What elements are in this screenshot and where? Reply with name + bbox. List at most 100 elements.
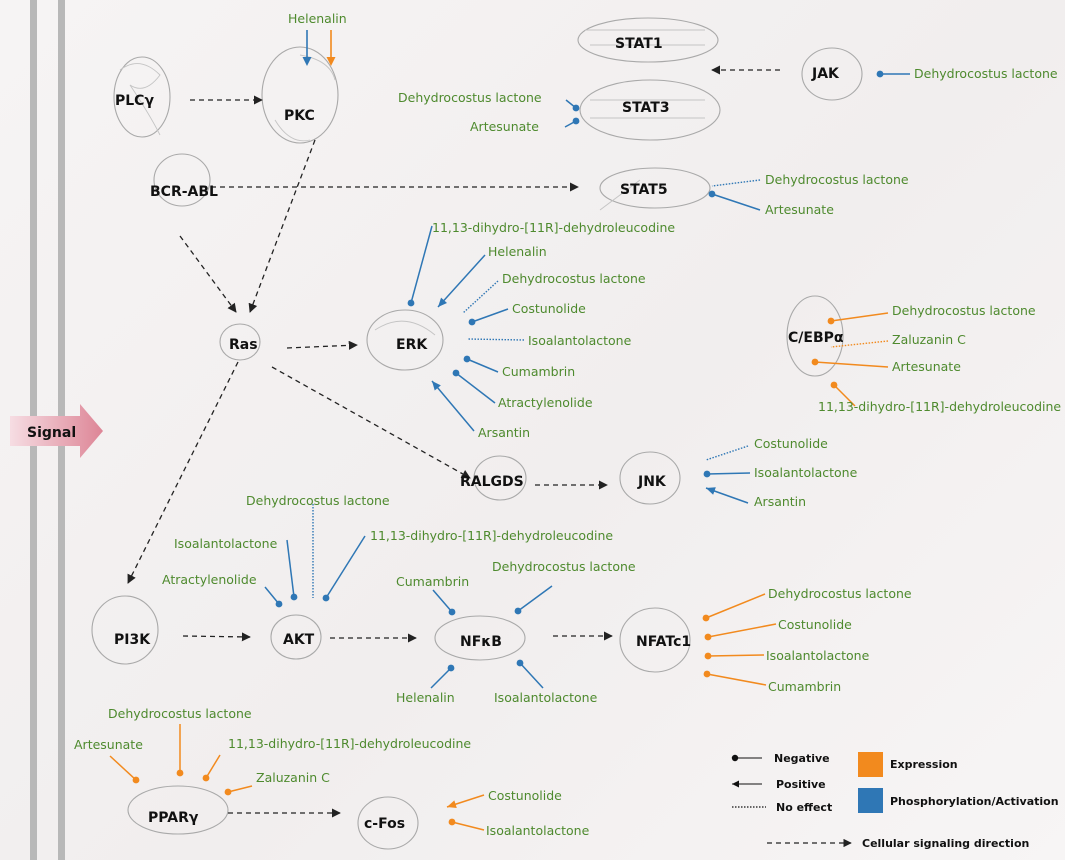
- negative-effect-dot: [514, 607, 522, 615]
- effect-line-negative: [514, 585, 553, 615]
- compound-label: Dehydrocostus lactone: [768, 586, 912, 601]
- effect-line-negative: [463, 355, 499, 373]
- negative-effect-dot: [275, 600, 283, 608]
- compound-labels: Helenalin Dehydrocostus lactone Dehydroc…: [74, 11, 1061, 838]
- positive-effect-arrowhead: [447, 800, 457, 809]
- compound-label: Dehydrocostus lactone: [492, 559, 636, 574]
- negative-effect-dot: [176, 769, 184, 777]
- compound-label: Isoalantolactone: [174, 536, 278, 551]
- negative-effect-dot: [708, 190, 716, 198]
- node-plcy: PLCγ: [115, 93, 154, 109]
- effect-line-negative: [703, 670, 767, 686]
- compound-label: Zaluzanin C: [256, 770, 330, 785]
- effect-line-negative: [322, 535, 366, 602]
- compound-label: Artesunate: [765, 202, 834, 217]
- effect-line-negative: [452, 369, 496, 404]
- legend-phosphorylation-label: Phosphorylation/Activation: [890, 795, 1059, 808]
- effect-line-positive: [431, 380, 475, 432]
- protein-structures: [91, 17, 863, 850]
- node-jnk: JNK: [637, 474, 667, 490]
- effect-line-negative: [224, 785, 253, 796]
- compound-label: Helenalin: [288, 11, 347, 26]
- positive-effect-arrowhead: [706, 487, 716, 495]
- compound-label: Dehydrocostus lactone: [914, 66, 1058, 81]
- compound-label: Helenalin: [488, 244, 547, 259]
- positive-effect-arrowhead: [438, 297, 448, 307]
- compound-label: Costunolide: [488, 788, 562, 803]
- ralgds-structure-icon: [473, 455, 527, 501]
- negative-effect-dot: [572, 117, 580, 125]
- compound-effect-lines: [109, 30, 910, 831]
- legend-direction-label: Cellular signaling direction: [862, 837, 1029, 850]
- node-stat1: STAT1: [615, 36, 663, 52]
- negative-effect-dot: [811, 358, 819, 366]
- effect-line-no-effect: [467, 338, 525, 341]
- negative-effect-dot: [448, 818, 456, 826]
- cfos-structure-icon: [357, 796, 419, 850]
- node-ralgds: RALGDS: [460, 474, 524, 490]
- compound-label: Atractylenolide: [162, 572, 257, 587]
- negative-effect-dot: [407, 299, 415, 307]
- pkc-structure-icon: [261, 46, 339, 144]
- signal-label: Signal: [27, 425, 76, 441]
- negative-effect-dot: [516, 659, 524, 667]
- compound-label: Costunolide: [754, 436, 828, 451]
- signal-arrow: Signal: [10, 404, 103, 458]
- compound-label: Dehydrocostus lactone: [765, 172, 909, 187]
- negative-effect-dot: [447, 664, 455, 672]
- effect-line-no-effect: [462, 280, 499, 314]
- legend: Negative Positive No effect Expression P…: [731, 752, 1059, 850]
- pi3k-structure-icon: [91, 595, 159, 665]
- effect-line-negative: [704, 652, 765, 660]
- positive-effect-arrowhead: [432, 381, 441, 391]
- effect-line-negative: [407, 225, 433, 307]
- compound-label: Dehydrocostus lactone: [398, 90, 542, 105]
- jnk-structure-icon: [619, 451, 681, 505]
- compound-label: Cumambrin: [396, 574, 469, 589]
- legend-negative-label: Negative: [774, 752, 830, 765]
- stat1-structure-icon: [577, 17, 719, 63]
- compound-label: Isoalantolactone: [528, 333, 632, 348]
- compound-label: 11,13-dihydro-[11R]-dehydroleucodine: [432, 220, 675, 235]
- negative-effect-dot: [290, 593, 298, 601]
- negative-effect-dot: [830, 381, 838, 389]
- legend-no-effect: No effect: [732, 801, 832, 814]
- effect-line-negative: [703, 470, 751, 478]
- negative-effect-dot: [703, 470, 711, 478]
- node-ras: Ras: [229, 337, 258, 353]
- legend-phosphorylation: Phosphorylation/Activation: [858, 788, 1059, 813]
- negative-effect-dot: [468, 318, 476, 326]
- effect-line-negative: [468, 308, 509, 326]
- negative-effect-dot: [448, 608, 456, 616]
- negative-effect-dot: [704, 633, 712, 641]
- effect-line-negative: [430, 664, 455, 689]
- jak-structure-icon: [801, 47, 863, 101]
- node-cfos: c-Fos: [364, 816, 405, 832]
- compound-label: Artesunate: [74, 737, 143, 752]
- node-erk: ERK: [396, 337, 428, 353]
- node-pi3k: PI3K: [114, 632, 151, 648]
- legend-direction: Cellular signaling direction: [767, 837, 1029, 850]
- bcrabl-structure-icon: [153, 153, 211, 207]
- effect-line-no-effect: [830, 340, 889, 348]
- effect-line-negative: [448, 818, 485, 831]
- effect-line-negative: [176, 724, 184, 777]
- compound-label: Arsantin: [478, 425, 530, 440]
- effect-line-negative: [109, 755, 140, 784]
- stat3-structure-icon: [579, 79, 721, 141]
- effect-line-negative: [702, 593, 766, 622]
- negative-effect-dot: [703, 670, 711, 678]
- compound-label: Isoalantolactone: [754, 465, 858, 480]
- plcy-structure-icon: [113, 56, 171, 138]
- node-nfkb: NFκB: [460, 634, 502, 650]
- compound-label: Costunolide: [512, 301, 586, 316]
- effect-line-negative: [432, 589, 456, 616]
- compound-label: Dehydrocostus lactone: [502, 271, 646, 286]
- negative-effect-dot: [876, 70, 884, 78]
- node-cebpa: C/EBPα: [788, 330, 844, 346]
- ras-structure-icon: [219, 323, 261, 361]
- nfkb-structure-icon: [434, 615, 526, 661]
- compound-label: Cumambrin: [768, 679, 841, 694]
- effect-line-negative: [876, 70, 910, 78]
- negative-effect-dot: [202, 774, 210, 782]
